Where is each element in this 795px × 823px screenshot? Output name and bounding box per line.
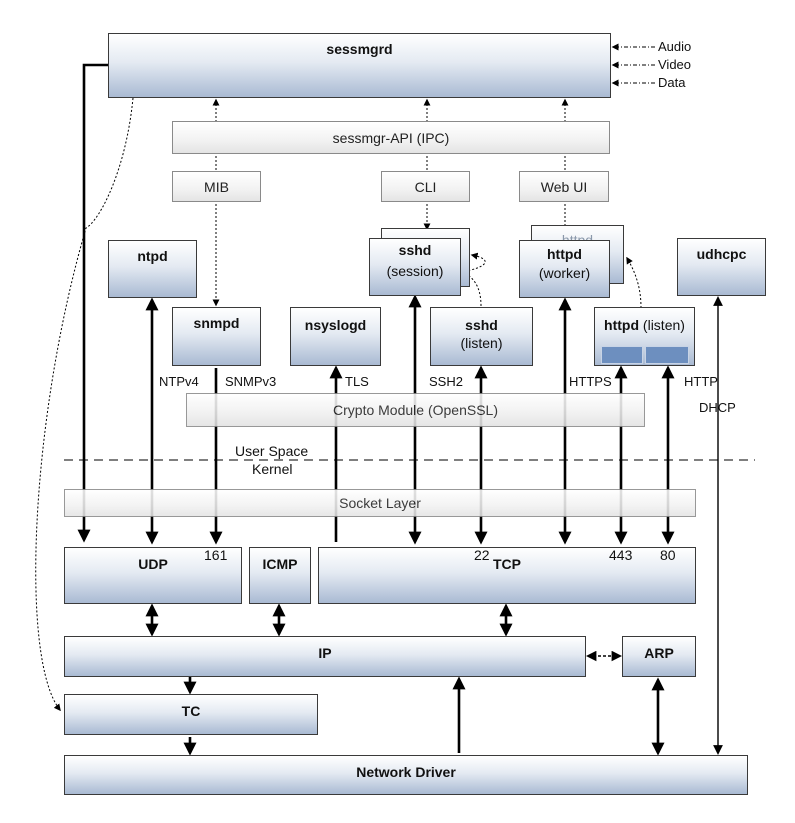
icmp-box: ICMP [249,547,311,604]
sshd-session-name: sshd [398,242,432,258]
snmpd-label: snmpd [193,315,240,331]
httpd-listen-role: (listen) [642,317,685,333]
sessmgr-api-box: sessmgr-API (IPC) [172,121,610,154]
user-space-label: User Space [235,443,309,459]
httpd-spawn-link [626,256,642,309]
socket-layer-label: Socket Layer [339,495,421,511]
httpd-worker-name: httpd [547,246,582,262]
dhcp-protocol-label: DHCP [699,400,736,415]
httpd-listen-socket-80 [645,346,689,364]
nsyslogd-label: nsyslogd [304,317,367,333]
tls-protocol-label: TLS [345,374,369,389]
http-protocol-label: HTTP [684,374,718,389]
ssh-protocol-label: SSH2 [429,374,463,389]
sshd-listen-role: (listen) [460,335,503,351]
snmpd-box: snmpd [172,307,261,366]
socket-layer-box: Socket Layer [64,489,696,517]
sshd-session-box: sshd (session) [369,238,461,296]
udp-label: UDP [138,556,168,572]
crypto-module-label: Crypto Module (OpenSSL) [333,402,498,418]
httpd-listen-socket-443 [601,346,643,364]
tc-label: TC [181,703,201,719]
webui-box: Web UI [519,171,609,202]
httpd-listen-label: httpd (listen) [595,317,694,333]
port-161-label: 161 [204,547,228,563]
ntpd-label: ntpd [137,248,168,264]
sshd-listen-box: sshd (listen) [430,307,533,366]
sshd-session-role: (session) [386,263,444,279]
tcp-box: TCP [318,547,696,604]
audio-label: Audio [658,39,692,54]
ip-box: IP [64,636,586,677]
sessmgr-api-label: sessmgr-API (IPC) [332,129,450,146]
ntp-protocol-label: NTPv4 [159,374,199,389]
tc-box: TC [64,694,318,735]
cli-box: CLI [381,171,470,202]
httpd-worker-role: (worker) [538,265,591,281]
ntpd-box: ntpd [108,240,197,298]
data-label: Data [658,75,686,90]
video-label: Video [658,57,692,72]
sessmgrd-to-udp-link [77,63,108,543]
sessmgrd-label: sessmgrd [326,41,393,57]
mib-label: MIB [204,178,229,195]
cli-label: CLI [414,178,437,195]
udhcpc-box: udhcpc [677,238,766,296]
httpd-listen-name: httpd [604,317,640,333]
kernel-label: Kernel [252,461,293,477]
webui-label: Web UI [540,178,588,195]
network-driver-box: Network Driver [64,755,748,795]
httpd-worker-box: httpd (worker) [519,240,610,298]
udhcpc-label: udhcpc [696,246,747,262]
port-22-label: 22 [474,547,490,563]
mib-box: MIB [172,171,261,202]
sessmgrd-box: sessmgrd [108,33,611,98]
network-driver-label: Network Driver [356,764,456,780]
nsyslogd-box: nsyslogd [290,307,381,366]
udp-box: UDP [64,547,242,604]
icmp-label: ICMP [262,556,298,572]
sshd-listen-name: sshd [465,317,498,333]
sessmgrd-to-tc-link [35,97,134,712]
https-protocol-label: HTTPS [569,374,612,389]
httpd-listen-box: httpd (listen) [594,307,695,366]
tcp-label: TCP [493,556,521,572]
snmp-protocol-label: SNMPv3 [225,374,277,389]
arp-box: ARP [622,636,696,677]
ip-label: IP [318,645,332,661]
port-443-label: 443 [609,547,633,563]
crypto-module-box: Crypto Module (OpenSSL) [186,393,645,427]
arp-label: ARP [644,645,674,661]
port-80-label: 80 [660,547,676,563]
